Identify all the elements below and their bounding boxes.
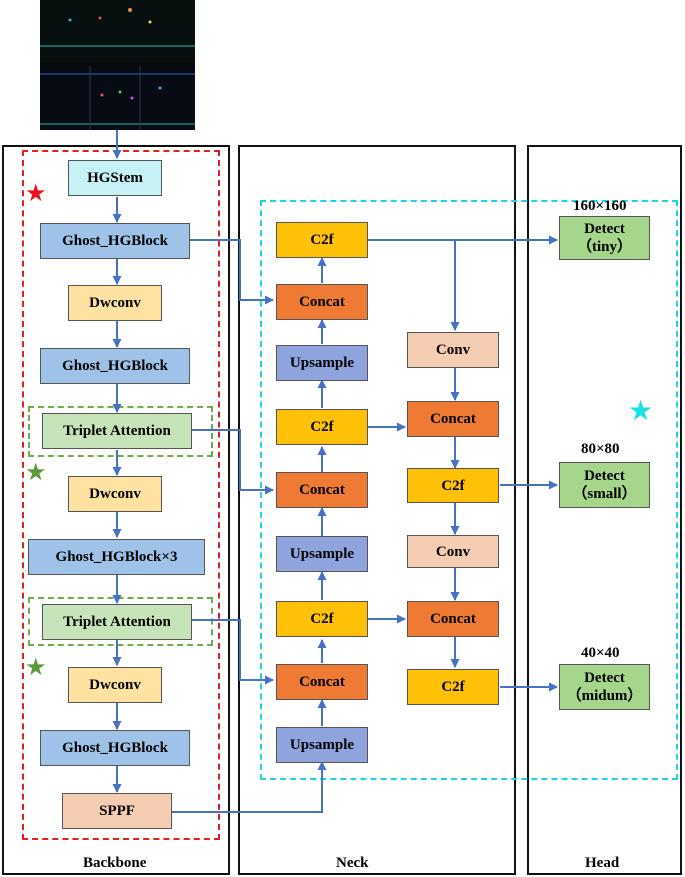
head-label: Head: [585, 855, 620, 871]
detect-tiny-line1: Detect: [584, 221, 625, 237]
head-section: [527, 145, 682, 875]
backbone-label: Backbone: [83, 855, 147, 871]
neck-upsample-top: Upsample: [276, 345, 368, 381]
ghost-hgblock-4: Ghost_HGBlock: [40, 730, 190, 766]
neck-section: [238, 145, 516, 875]
neck-upsample-low: Upsample: [276, 727, 368, 763]
triplet-attention-2: Triplet Attention: [42, 604, 192, 640]
detect-medium-block: Detect （midum）: [559, 664, 650, 710]
neck-c2f-top: C2f: [276, 222, 368, 258]
neck-c2f-low: C2f: [276, 601, 368, 637]
input-image-graphic: [40, 0, 195, 130]
neck-upsample-mid: Upsample: [276, 536, 368, 572]
head-small-size-label: 80×80: [581, 441, 620, 457]
cyan-star-icon: ★: [628, 396, 654, 427]
triplet-attention-1: Triplet Attention: [42, 413, 192, 449]
input-image: [40, 0, 195, 130]
dwconv-block-3: Dwconv: [68, 667, 162, 703]
neck-c2f-right-2: C2f: [407, 669, 499, 705]
head-medium-size-label: 40×40: [581, 645, 620, 661]
neck-concat-right-2: Concat: [407, 601, 499, 637]
red-star-icon: ★: [25, 181, 47, 207]
detect-small-line1: Detect: [584, 468, 625, 484]
neck-c2f-right-1: C2f: [407, 468, 499, 503]
ghost-hgblock-x3: Ghost_HGBlock×3: [28, 539, 205, 575]
detect-small-block: Detect （small）: [559, 462, 650, 508]
neck-concat-right-1: Concat: [407, 401, 499, 437]
sppf-block: SPPF: [62, 793, 172, 829]
neck-concat-top: Concat: [276, 284, 368, 320]
detect-medium-line2: （midum）: [566, 688, 643, 704]
hgstem-block: HGStem: [68, 160, 162, 196]
neck-c2f-mid: C2f: [276, 409, 368, 445]
green-star-icon: ★: [25, 460, 47, 486]
detect-small-line2: （small）: [572, 486, 637, 502]
neck-conv-right-1: Conv: [407, 332, 499, 368]
green-star-icon-2: ★: [25, 655, 47, 681]
head-tiny-size-label: 160×160: [573, 198, 627, 214]
neck-label: Neck: [336, 855, 369, 871]
detect-tiny-line2: （tiny）: [576, 239, 632, 255]
neck-concat-low: Concat: [276, 664, 368, 700]
ghost-hgblock-2: Ghost_HGBlock: [40, 348, 190, 384]
detect-medium-line1: Detect: [584, 670, 625, 686]
neck-conv-right-2: Conv: [407, 535, 499, 568]
dwconv-block-1: Dwconv: [68, 285, 162, 321]
detect-tiny-block: Detect （tiny）: [559, 216, 650, 260]
ghost-hgblock-1: Ghost_HGBlock: [40, 223, 190, 259]
dwconv-block-2: Dwconv: [68, 476, 162, 512]
neck-concat-mid: Concat: [276, 472, 368, 508]
